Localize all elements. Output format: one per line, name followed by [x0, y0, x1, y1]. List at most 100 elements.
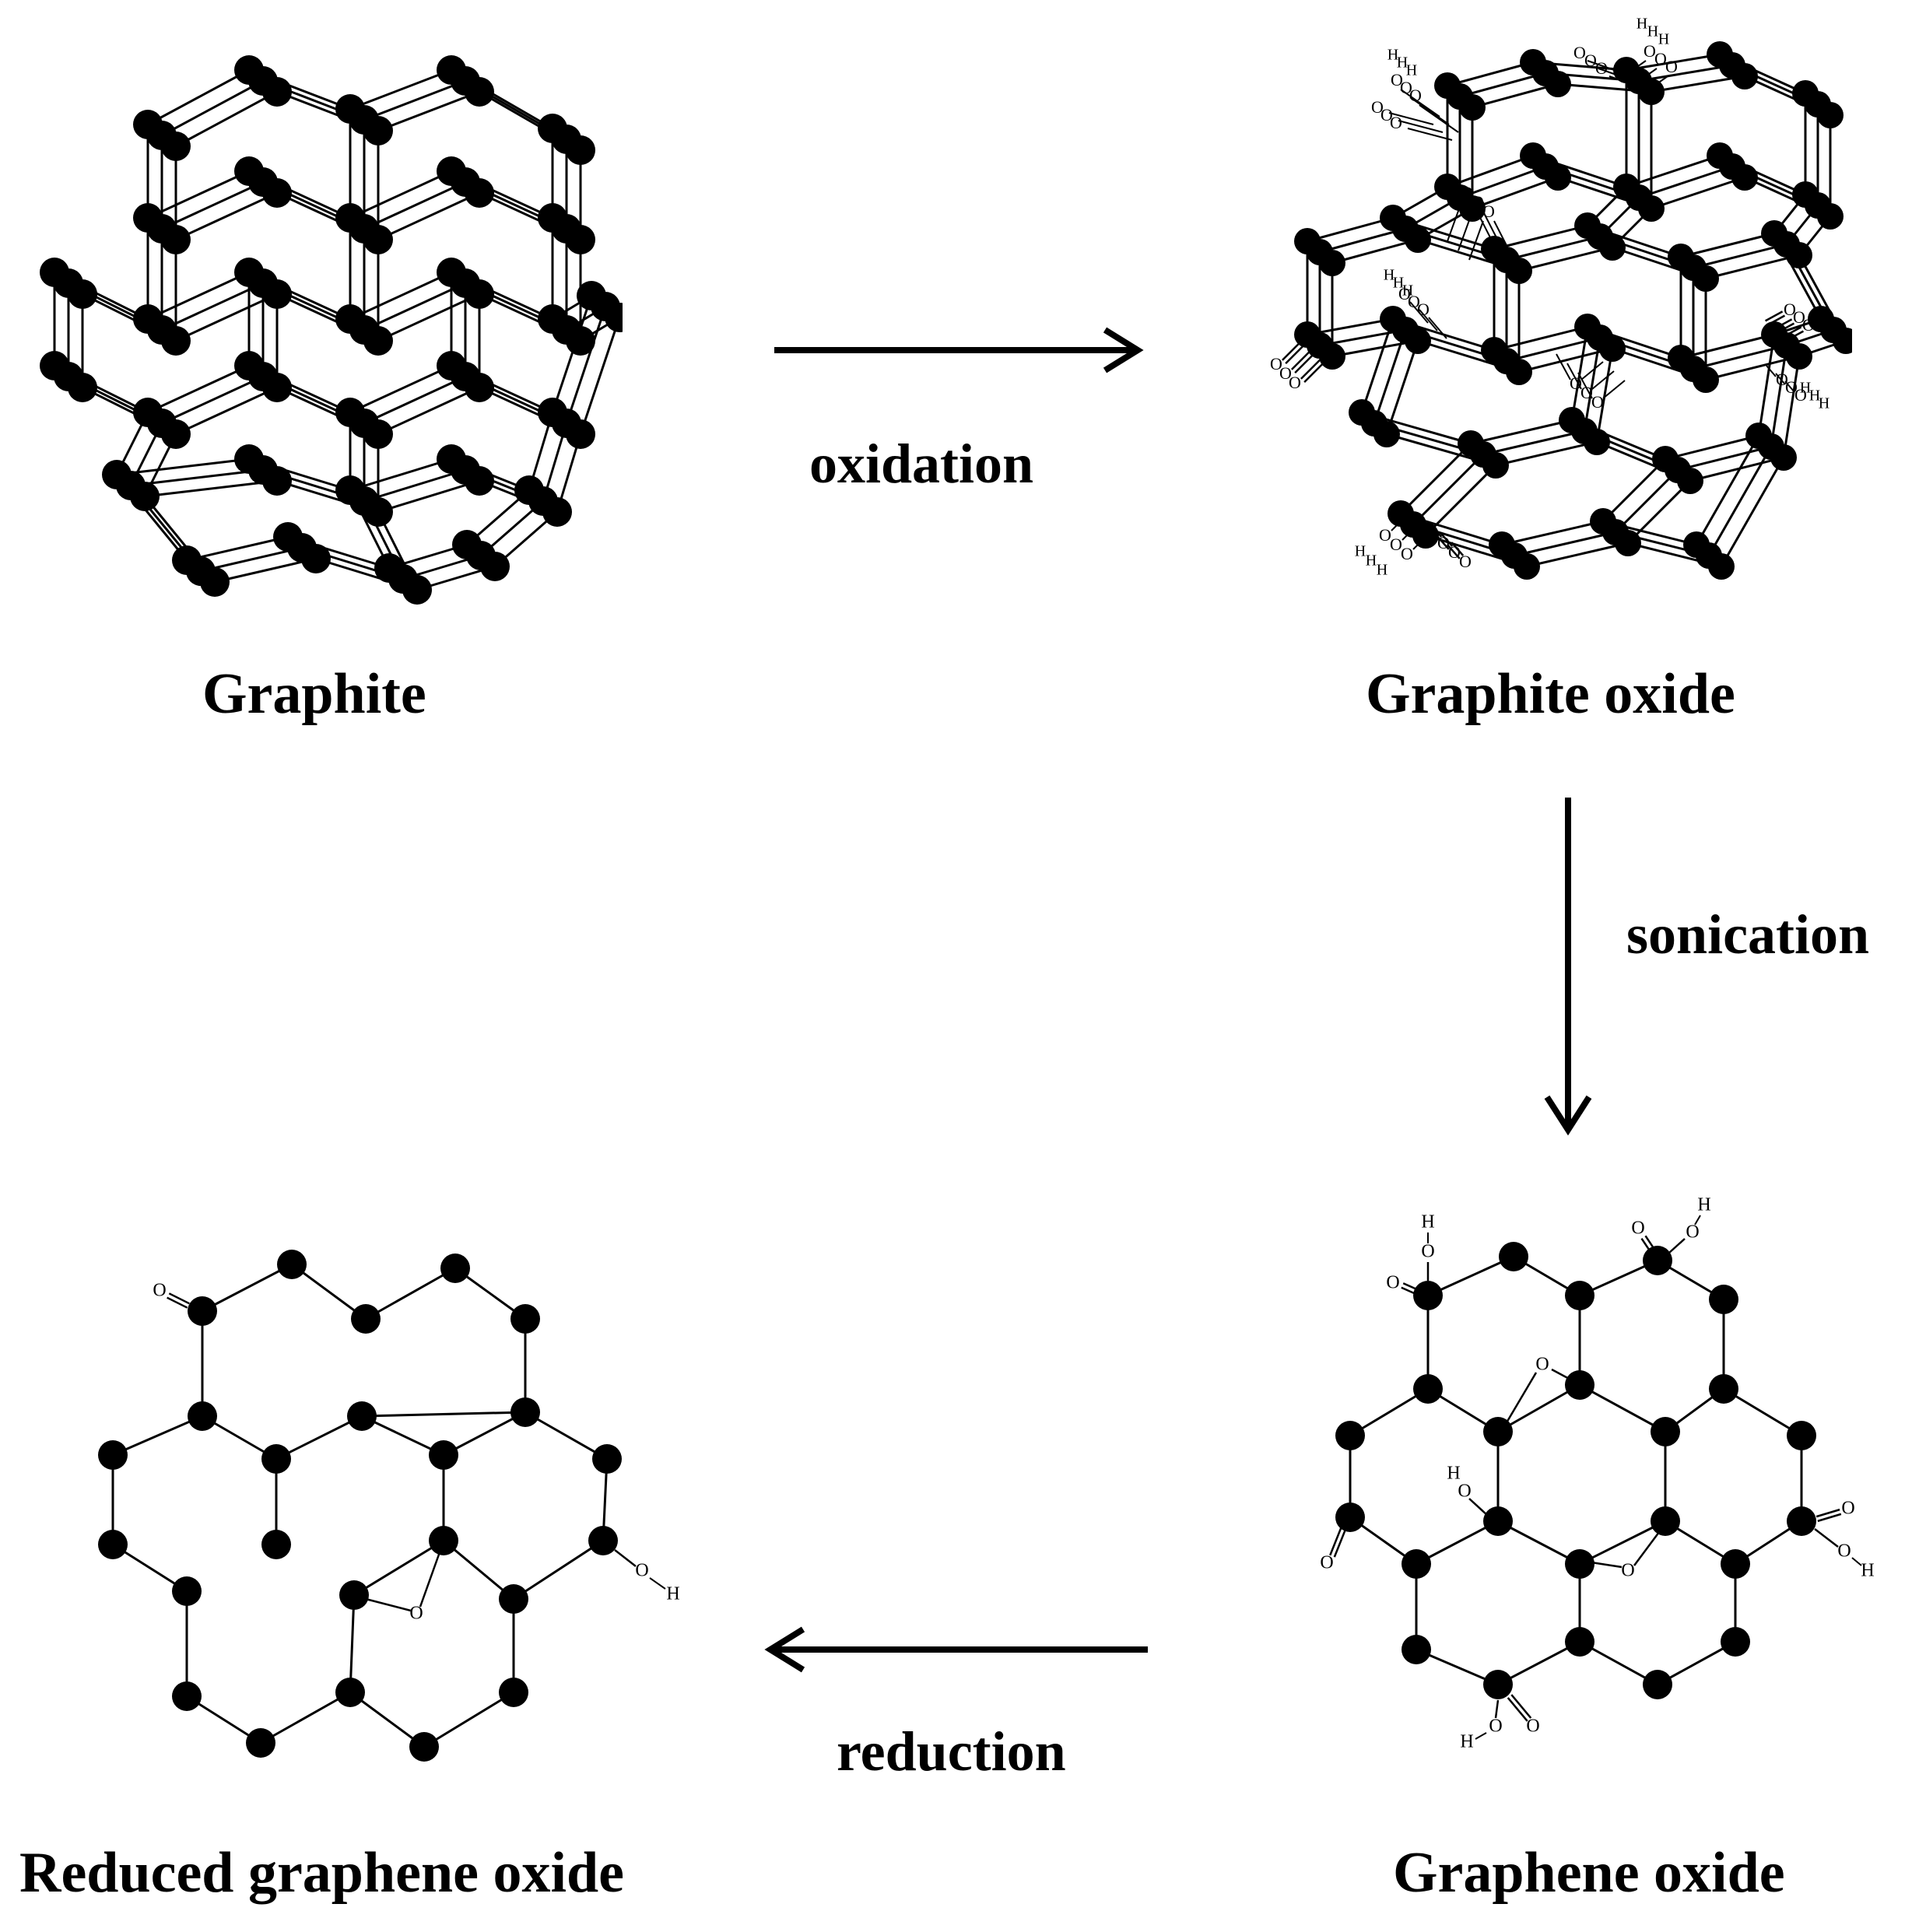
- bond: [1507, 1697, 1528, 1722]
- bond: [200, 546, 303, 573]
- bond: [1472, 176, 1559, 210]
- bond: [365, 1597, 412, 1612]
- carbon-atom: [510, 1304, 540, 1334]
- oxygen-atom: O: [1371, 97, 1384, 117]
- bond: [1400, 89, 1440, 117]
- carbon-atom: [1693, 265, 1719, 292]
- bond: [1651, 75, 1745, 93]
- oxygen-atom: O: [1570, 373, 1582, 393]
- bond: [1694, 1215, 1701, 1225]
- oxidation-arrow: [774, 327, 1144, 373]
- bond: [353, 1539, 444, 1597]
- carbon-atom: [592, 1444, 622, 1474]
- hydrogen-atom: H: [1406, 62, 1417, 79]
- oxygen-atom: O: [1654, 49, 1667, 68]
- carbon-atom: [1506, 258, 1532, 284]
- bond: [349, 68, 452, 110]
- carbon-atom: [1786, 242, 1812, 268]
- bond: [363, 375, 466, 425]
- bond: [1579, 1640, 1658, 1686]
- sonication-step-label: sonication: [1626, 903, 1870, 966]
- bond: [1638, 165, 1733, 199]
- bond: [1409, 301, 1429, 324]
- carbon-atom: [1599, 234, 1626, 261]
- oxygen-atom: O: [1591, 392, 1604, 412]
- carbon-atom: [1413, 1374, 1443, 1404]
- carbon-atom: [262, 77, 292, 107]
- bond: [377, 293, 480, 342]
- carbon-atom: [363, 116, 393, 146]
- bond: [1601, 458, 1667, 523]
- carbon-atom: [363, 225, 393, 254]
- carbon-atom: [262, 279, 292, 309]
- bond: [423, 1691, 514, 1748]
- carbon-atom: [1817, 102, 1844, 128]
- bond: [1693, 243, 1787, 269]
- bond: [1705, 254, 1800, 280]
- oxygen-atom: O: [1584, 51, 1597, 70]
- oxidation-step-label: oxidation: [809, 433, 1034, 495]
- carbon-atom: [465, 466, 494, 496]
- bond: [275, 1415, 363, 1460]
- oxygen-atom: O: [1644, 41, 1656, 61]
- bond: [1494, 1699, 1500, 1719]
- bond: [1497, 1383, 1580, 1433]
- carbon-atom: [1643, 1246, 1672, 1275]
- bond: [168, 1292, 190, 1305]
- bond: [1506, 336, 1601, 363]
- bond: [1447, 61, 1534, 87]
- bond: [1497, 1640, 1580, 1686]
- bond: [361, 1411, 526, 1418]
- graphene-oxide-label: Graphene oxide: [1393, 1841, 1785, 1905]
- bond: [1815, 1508, 1840, 1518]
- bond: [1468, 220, 1484, 261]
- bond: [524, 1411, 608, 1460]
- bond: [1693, 344, 1787, 370]
- bond: [1407, 128, 1453, 141]
- bond: [1401, 1286, 1416, 1295]
- bond: [291, 1263, 367, 1320]
- bond: [161, 181, 264, 230]
- bond: [1633, 1528, 1663, 1566]
- carbon-atom: [588, 1526, 618, 1555]
- carbon-atom: [1786, 343, 1812, 370]
- oxygen-atom: O: [1580, 383, 1593, 402]
- oxygen-atom: O: [1320, 1553, 1333, 1573]
- bond: [1416, 1648, 1499, 1686]
- bond: [1472, 82, 1559, 109]
- reduced-graphene-oxide-label: Reduced graphene oxide: [19, 1841, 624, 1905]
- carbon-atom: [130, 482, 160, 511]
- carbon-atom: [1483, 1670, 1513, 1699]
- bond: [1412, 535, 1427, 550]
- carbon-atom: [347, 1401, 377, 1431]
- bond: [1470, 419, 1573, 445]
- bond: [1764, 310, 1784, 322]
- bond: [1595, 348, 1614, 443]
- bond: [1651, 176, 1745, 210]
- bond: [1459, 72, 1546, 98]
- bond: [1665, 434, 1759, 461]
- carbon-atom: [465, 77, 494, 107]
- bond: [1493, 224, 1588, 251]
- carbon-atom: [499, 1678, 528, 1707]
- bond: [1598, 68, 1630, 80]
- carbon-atom: [363, 326, 393, 356]
- oxygen-atom: O: [1535, 1355, 1549, 1375]
- bond: [349, 170, 452, 219]
- carbon-atom: [1787, 1506, 1816, 1536]
- oxygen-atom: O: [1841, 1499, 1854, 1519]
- bond: [349, 364, 452, 414]
- bond: [1451, 542, 1465, 556]
- bond: [1472, 202, 1495, 246]
- bond: [365, 1267, 456, 1320]
- carbon-atom: [480, 552, 510, 581]
- bond: [1640, 1237, 1651, 1251]
- carbon-atom: [1721, 1627, 1750, 1657]
- bond: [1428, 317, 1447, 339]
- carbon-atom: [161, 225, 191, 254]
- bond: [1579, 1520, 1666, 1566]
- bond: [1814, 1528, 1839, 1548]
- bond: [1424, 464, 1497, 537]
- bond: [649, 1577, 666, 1590]
- carbon-atom: [1565, 1627, 1594, 1657]
